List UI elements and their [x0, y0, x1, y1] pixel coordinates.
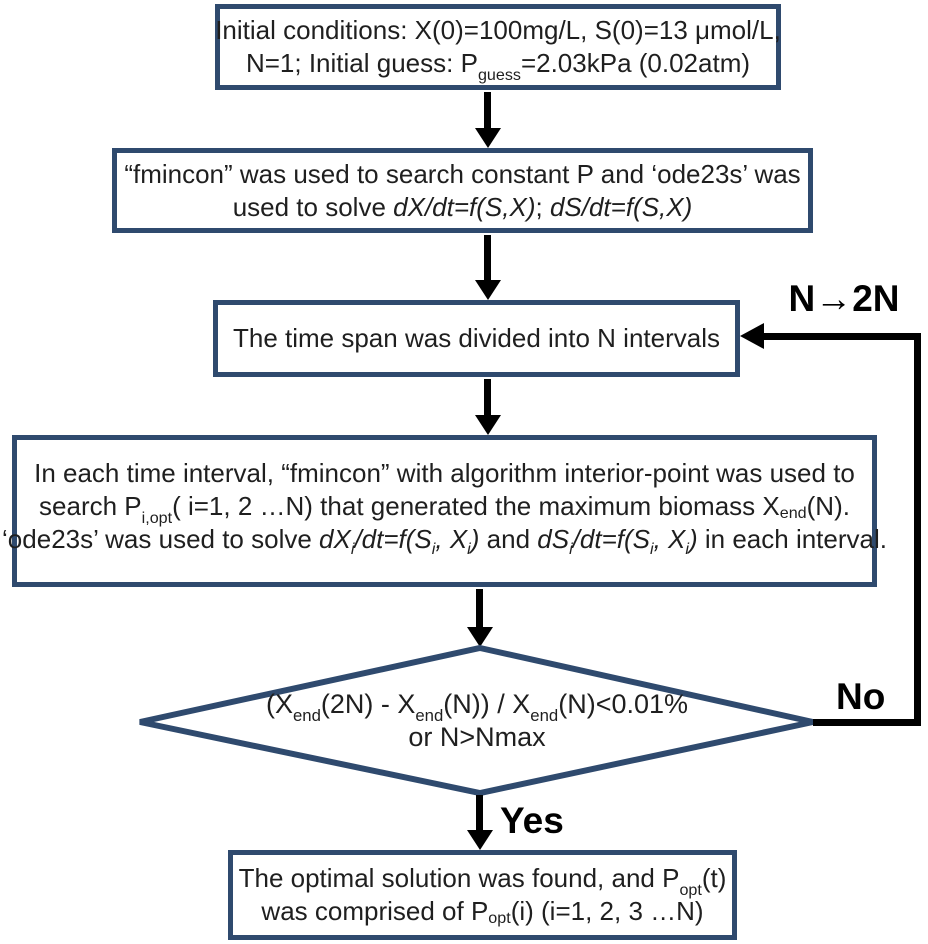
arrow-down-icon — [467, 830, 493, 850]
node-line: The time span was divided into N interva… — [232, 323, 720, 354]
arrow-decision-to-optimal — [476, 795, 483, 832]
node-line: N=1; Initial guess: Pguess=2.03kPa (0.02… — [245, 48, 751, 85]
node-line: ‘ode23s’ was used to solve dXi/dt=f(Si, … — [2, 523, 887, 559]
arrow-timespan-to-interval — [484, 379, 491, 417]
node-line: was comprised of Popt(i) (i=1, 2, 3 …N) — [261, 895, 704, 927]
label-yes: Yes — [500, 800, 564, 841]
node-line: used to solve dX/dt=f(S,X); dS/dt=f(S,X) — [232, 191, 693, 222]
diamond-shape — [139, 644, 814, 797]
node-line: search Pi,opt( i=1, 2 …N) that generated… — [39, 490, 850, 527]
arrow-down-icon — [475, 128, 501, 148]
arrow-down-icon — [475, 280, 501, 300]
arrow-fmincon-to-timespan — [484, 235, 491, 282]
node-line: “fmincon” was used to search constant P … — [124, 158, 801, 189]
loop-line-top — [764, 333, 914, 340]
node-line: The optimal solution was found, and Popt… — [238, 863, 727, 900]
node-fmincon-constant-p: “fmincon” was used to search constant P … — [112, 148, 813, 233]
decision-line: (Xend(2N) - Xend(N)) / Xend(N)<0.01% — [265, 689, 689, 726]
label-n-to-2n: N→2N — [788, 278, 900, 319]
node-optimal-solution: The optimal solution was found, and Popt… — [228, 850, 737, 940]
loop-line-right — [914, 333, 921, 726]
node-initial-conditions: Initial conditions: X(0)=100mg/L, S(0)=1… — [215, 4, 781, 90]
arrow-initial-to-fmincon — [484, 92, 491, 130]
arrow-left-icon — [740, 323, 764, 349]
arrow-down-icon — [467, 627, 493, 647]
node-line: In each time interval, “fmincon” with al… — [34, 458, 855, 488]
node-line: Initial conditions: X(0)=100mg/L, S(0)=1… — [215, 15, 781, 46]
node-interval-optimization: In each time interval, “fmincon” with al… — [2, 435, 887, 587]
decision-convergence: (Xend(2N) - Xend(N)) / Xend(N)<0.01% or … — [134, 644, 820, 798]
arrow-down-icon — [475, 415, 501, 435]
label-no: No — [836, 676, 886, 717]
arrow-interval-to-decision — [476, 589, 483, 629]
node-time-span: The time span was divided into N interva… — [213, 300, 740, 377]
decision-line: or N>Nmax — [408, 722, 546, 752]
loop-line-bottom — [813, 719, 921, 726]
